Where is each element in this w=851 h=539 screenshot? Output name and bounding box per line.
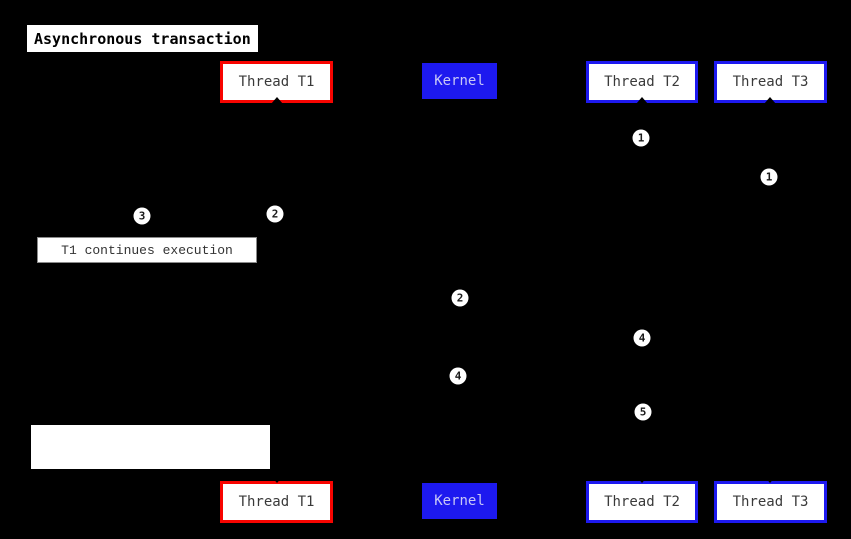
- diagram-title: Asynchronous transaction: [27, 25, 258, 52]
- note-t1-continues-execution: T1 continues execution: [37, 237, 257, 263]
- participant-thread-t2-bottom: Thread T2: [586, 481, 698, 523]
- note-blank: [31, 425, 270, 469]
- lifeline-arrowhead-t3-top: [764, 97, 776, 104]
- participant-thread-t1-top: Thread T1: [220, 61, 333, 103]
- lifeline-arrowhead-t1-bottom: [271, 476, 283, 483]
- lifeline-arrowhead-t2-top: [636, 97, 648, 104]
- badge-step-1-t3: 1: [760, 168, 778, 186]
- badge-step-1-t2: 1: [632, 129, 650, 147]
- participant-thread-t3-top: Thread T3: [714, 61, 827, 103]
- badge-step-4-t2: 4: [633, 329, 651, 347]
- badge-step-5-t2: 5: [634, 403, 652, 421]
- badge-step-2-kernel: 2: [451, 289, 469, 307]
- lifeline-arrowhead-t3-bottom: [764, 476, 776, 483]
- participant-thread-t3-bottom: Thread T3: [714, 481, 827, 523]
- badge-step-2-t1: 2: [266, 205, 284, 223]
- participant-thread-t1-bottom: Thread T1: [220, 481, 333, 523]
- lifeline-arrowhead-t2-bottom: [636, 476, 648, 483]
- participant-kernel-top: Kernel: [422, 63, 497, 99]
- badge-step-4-kernel: 4: [449, 367, 467, 385]
- participant-kernel-bottom: Kernel: [422, 483, 497, 519]
- badge-step-3-t1: 3: [133, 207, 151, 225]
- lifeline-arrowhead-t1-top: [271, 97, 283, 104]
